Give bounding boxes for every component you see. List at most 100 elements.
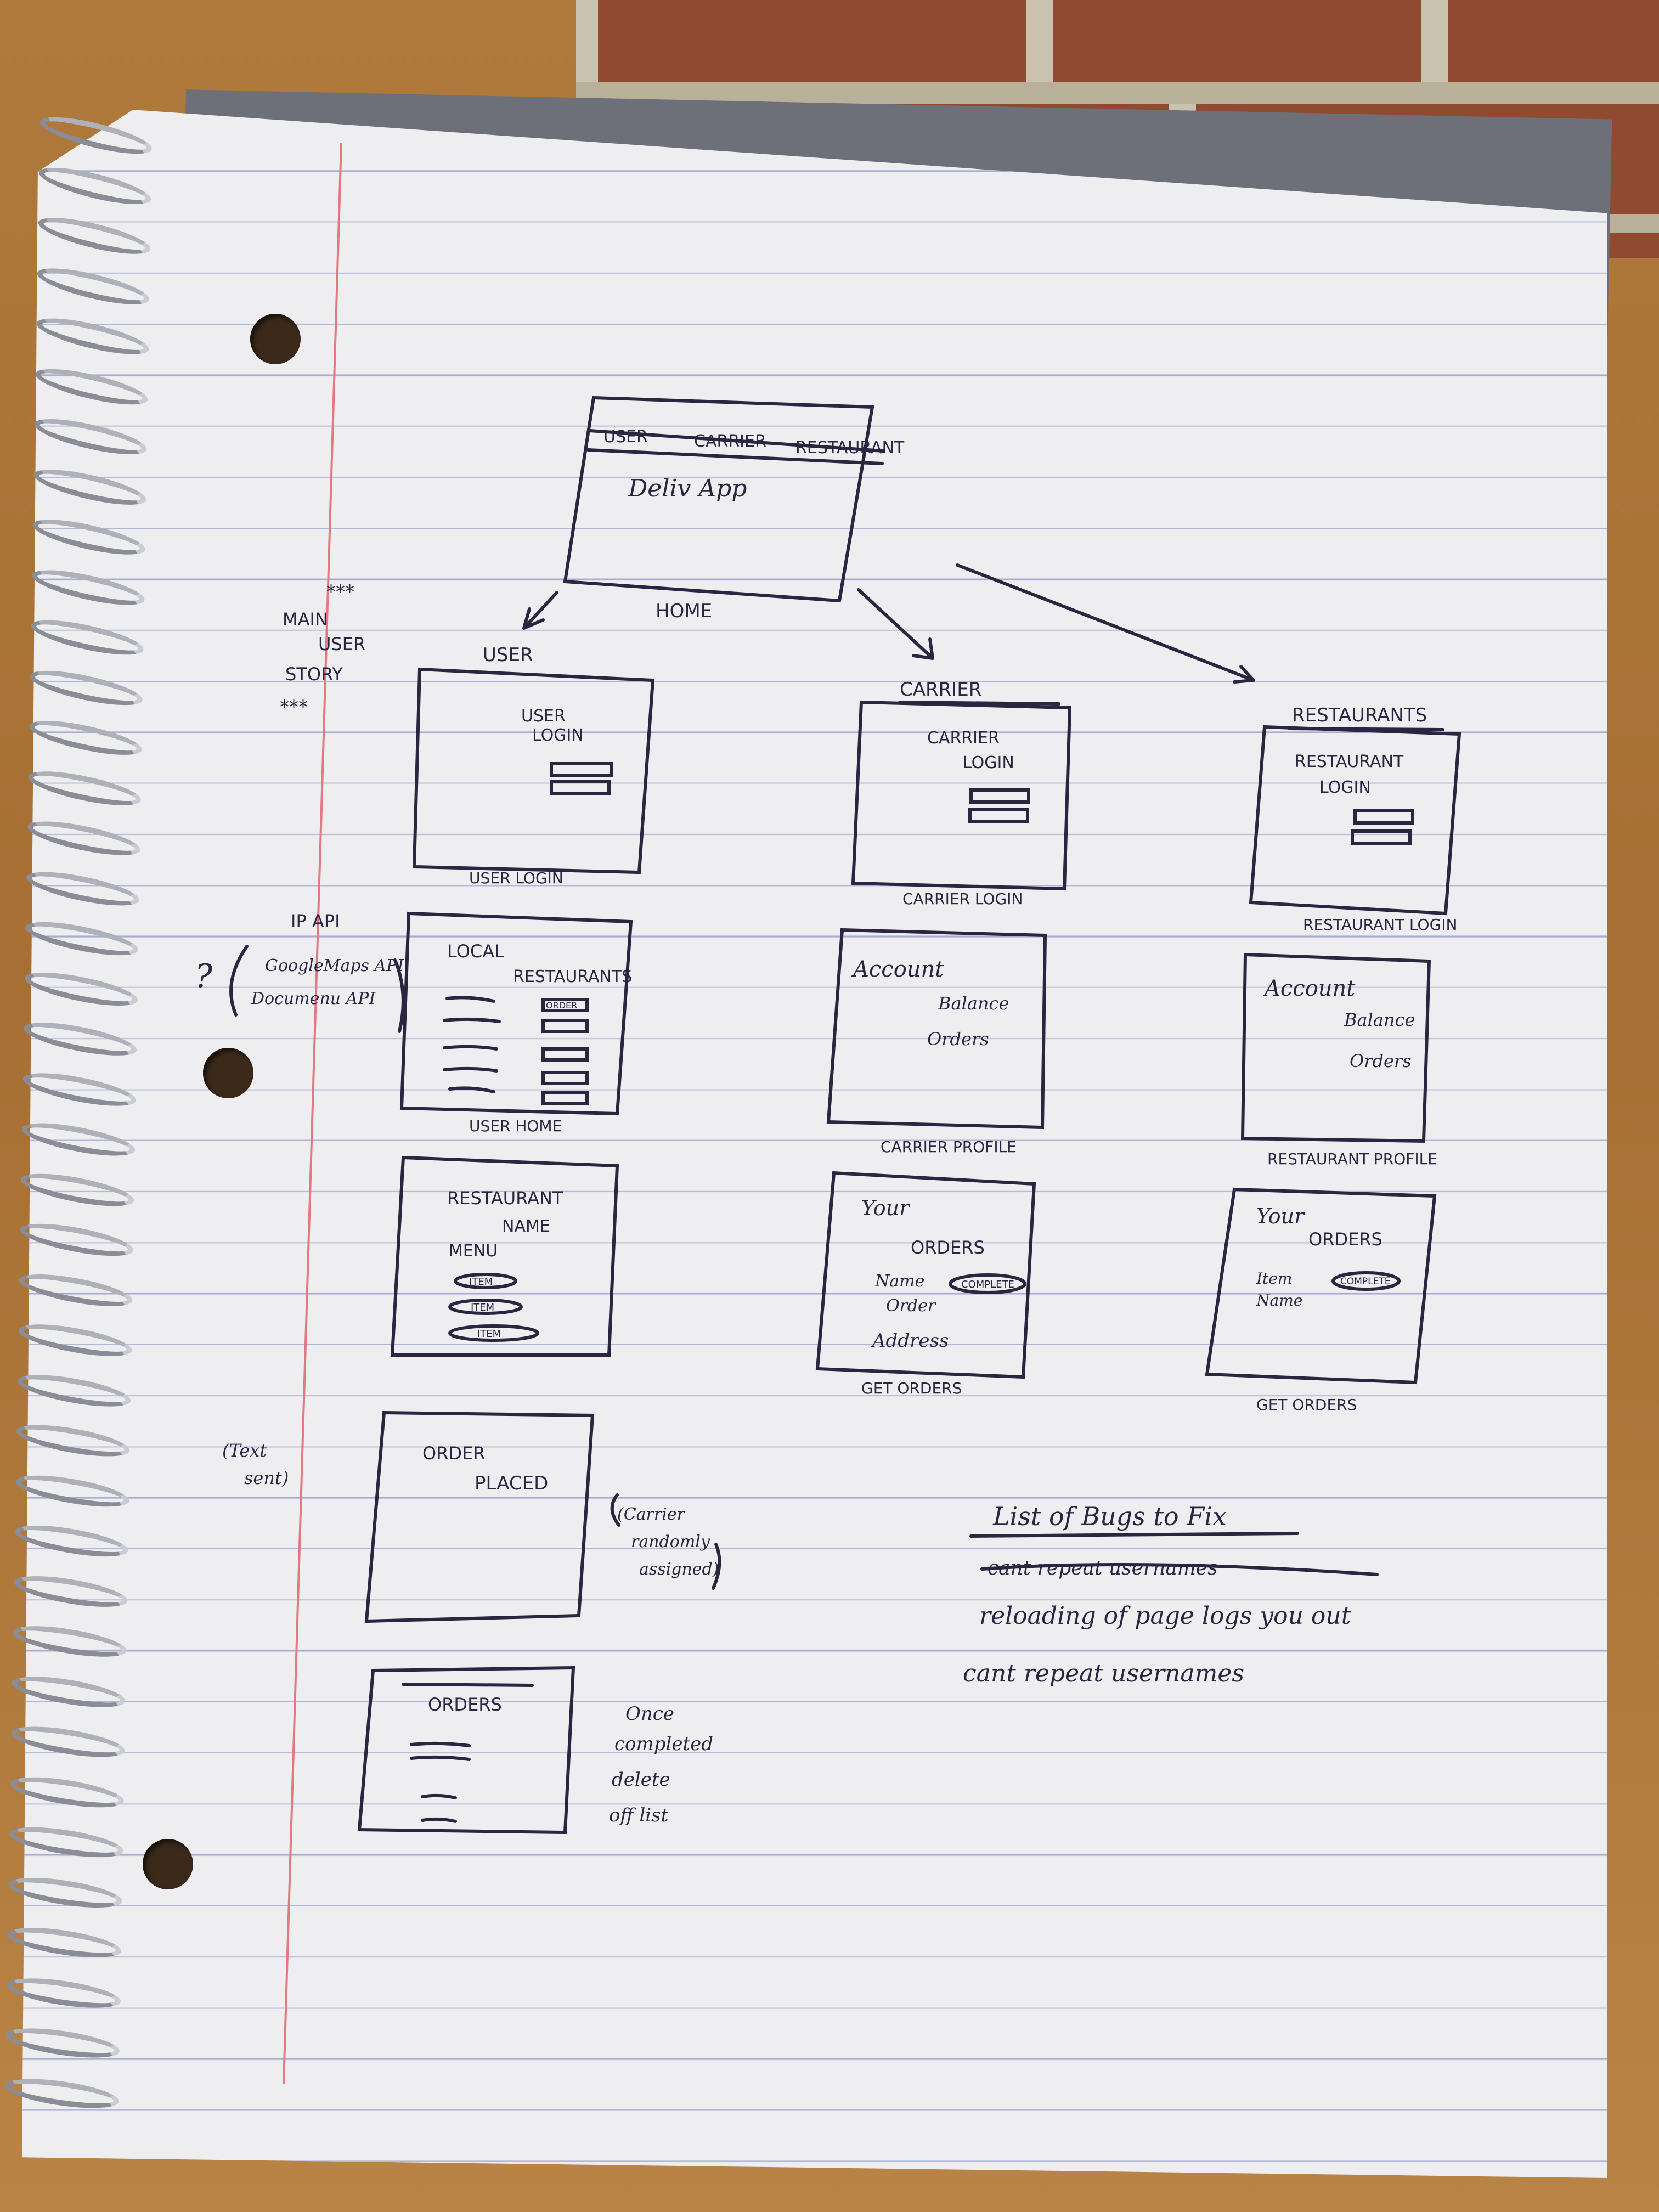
restaurant-orders-text: Your: [1256, 1204, 1306, 1228]
scribble-line: [443, 1066, 498, 1073]
carrier-orders-text: Address: [871, 1330, 949, 1352]
column-restaurants: RESTAURANTS: [1292, 704, 1427, 726]
scribble-line: [421, 1793, 457, 1799]
home-nav-bar: [588, 429, 885, 453]
bracket: [610, 1493, 620, 1527]
mortar-line: [576, 82, 1659, 104]
restaurant-login-text: LOGIN: [1319, 778, 1371, 797]
order-button: [541, 998, 589, 1012]
restaurant-account-text: Account: [1262, 976, 1356, 1001]
app-title: Deliv App: [628, 475, 747, 503]
carrier-login-frame: [851, 700, 1072, 891]
password-field: [1351, 830, 1412, 845]
carrier-account-text: Account: [851, 957, 944, 982]
user-home-text: LOCAL: [447, 941, 504, 962]
password-field: [550, 780, 611, 795]
carrier-orders-text: Name: [874, 1272, 924, 1291]
user-home-caption: USER HOME: [469, 1117, 562, 1135]
complete-button: [1331, 1271, 1401, 1291]
order-button-label: ORDER: [546, 1000, 577, 1011]
carrier-profile-frame: [826, 928, 1047, 1130]
once-note: delete: [612, 1769, 670, 1791]
restaurant-orders-text: Name: [1256, 1291, 1302, 1310]
once-note: completed: [614, 1733, 713, 1755]
order-button: [541, 1019, 589, 1033]
menu-item-pill: [454, 1273, 517, 1289]
carrier-note: (Carrier: [617, 1505, 686, 1524]
user-home-frame: [399, 911, 633, 1116]
arrow-to-carrier: [857, 588, 934, 660]
bracket: [393, 958, 405, 1033]
arrow-to-user: [522, 591, 558, 630]
restaurant-orders-text: ORDERS: [1308, 1229, 1383, 1250]
bug-struck: cant repeat usernames: [988, 1557, 1218, 1579]
note-story: STORY: [285, 664, 343, 685]
once-note: Once: [625, 1703, 674, 1725]
restaurant-orders-caption: GET ORDERS: [1256, 1396, 1357, 1414]
user-login-text: LOGIN: [532, 726, 584, 745]
restaurant-orders-text: Orders: [1350, 1051, 1412, 1071]
restaurant-login-text: RESTAURANT: [1295, 752, 1404, 771]
carrier-login-caption: CARRIER LOGIN: [902, 890, 1023, 908]
carrier-note: randomly: [631, 1532, 710, 1551]
scribble-line: [443, 1045, 498, 1051]
note-main: MAIN: [283, 609, 328, 630]
notebook-page: [22, 110, 1607, 2178]
punch-hole: [143, 1839, 193, 1889]
bug-item: reloading of page logs you out: [979, 1602, 1351, 1630]
order-button: [541, 1091, 589, 1105]
bugs-title: List of Bugs to Fix: [992, 1502, 1227, 1531]
strikethrough: [980, 1563, 1379, 1576]
carrier-login-text: LOGIN: [963, 753, 1014, 772]
menu-text: NAME: [502, 1217, 550, 1236]
carrier-orders-text: ORDERS: [911, 1237, 985, 1258]
carrier-orders-caption: GET ORDERS: [861, 1379, 962, 1397]
google-api-note: GoogleMaps API: [265, 956, 404, 975]
orders-list-frame: [357, 1666, 575, 1835]
order-button: [541, 1047, 589, 1062]
bracket: [712, 1543, 721, 1590]
menu-item-pill: [448, 1324, 539, 1342]
user-login-text: USER: [521, 707, 566, 726]
order-placed-text: ORDER: [422, 1443, 486, 1464]
complete-button-label: COMPLETE: [961, 1279, 1014, 1290]
menu-text: MENU: [449, 1242, 498, 1261]
restaurant-orders-frame: [1205, 1187, 1437, 1385]
home-caption: HOME: [656, 600, 712, 622]
order-placed-text: PLACED: [475, 1472, 548, 1494]
heading-underline: [969, 1532, 1299, 1538]
arrow-to-restaurants: [956, 563, 1255, 684]
nav-restaurant: RESTAURANT: [795, 438, 905, 458]
nav-user: USER: [603, 427, 648, 447]
text-sent-note: (Text: [222, 1440, 267, 1461]
bug-item: cant repeat usernames: [963, 1660, 1244, 1688]
punch-hole: [203, 1048, 253, 1098]
username-field: [550, 762, 613, 777]
restaurant-login-frame: [1249, 725, 1462, 916]
order-placed-frame: [364, 1410, 595, 1623]
carrier-orders-text: Your: [861, 1196, 911, 1220]
order-button: [541, 1071, 589, 1085]
carrier-orders-text: Orders: [927, 1029, 989, 1049]
password-field: [968, 808, 1029, 823]
restaurant-login-caption: RESTAURANT LOGIN: [1303, 916, 1457, 934]
menu-text: RESTAURANT: [447, 1188, 563, 1209]
restaurant-menu-frame: [390, 1155, 619, 1357]
home-nav-bar: [586, 448, 884, 465]
column-carrier: CARRIER: [900, 679, 981, 701]
home-screen-frame: [563, 396, 874, 603]
scribble-line: [410, 1741, 471, 1747]
restaurant-orders-text: Item: [1256, 1269, 1292, 1288]
username-field: [969, 788, 1030, 804]
menu-item-label: ITEM: [477, 1328, 501, 1340]
carrier-orders-text: Order: [886, 1296, 936, 1316]
restaurant-balance-text: Balance: [1344, 1009, 1415, 1030]
user-login-frame: [412, 667, 655, 874]
question-mark: ?: [195, 957, 213, 996]
complete-button: [949, 1273, 1026, 1294]
note-user: USER: [318, 634, 365, 654]
orders-list-title: ORDERS: [428, 1694, 502, 1715]
scribble-line: [443, 1017, 501, 1023]
carrier-balance-text: Balance: [938, 993, 1009, 1014]
scribble-line: [445, 996, 495, 1003]
